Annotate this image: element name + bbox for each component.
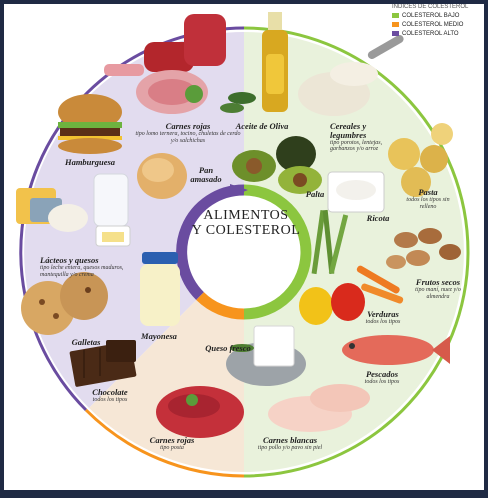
food-name: Pasta xyxy=(418,187,438,197)
legend-swatch-low xyxy=(392,13,399,18)
burger-illustration xyxy=(58,94,122,154)
food-detail: tipo maní, nuez y/o almendra xyxy=(415,286,461,300)
food-name: Mayonesa xyxy=(141,331,177,341)
food-name: Queso fresco xyxy=(205,343,251,353)
food-label-chocolate: Chocolate todos los tipos xyxy=(80,388,140,404)
legend-swatch-high xyxy=(392,31,399,36)
food-label-carnes-rojas-bottom: Carnes rojas tipo posta xyxy=(144,436,200,452)
mayo-illustration xyxy=(140,252,180,326)
food-detail: tipo pollo y/o pavo sin piel xyxy=(257,444,323,451)
food-name: Lácteos y quesos xyxy=(40,255,99,265)
ring-arrow xyxy=(230,184,248,197)
food-name: Galletas xyxy=(71,337,101,347)
food-name: Frutos secos xyxy=(415,277,461,287)
food-label-queso: Queso fresco xyxy=(200,344,256,353)
food-name: Pescados xyxy=(365,369,399,379)
cookies-illustration xyxy=(21,272,108,335)
food-label-pan: Pan amasado xyxy=(184,166,228,184)
food-label-ricota: Ricota xyxy=(358,214,398,223)
food-detail: todos los tipos xyxy=(365,318,401,325)
food-name: Carnes rojas xyxy=(165,121,211,131)
rim-low xyxy=(243,26,470,478)
food-label-verduras: Verduras todos los tipos xyxy=(358,310,408,326)
food-label-palta: Palta xyxy=(300,190,330,199)
legend-title: ÍNDICES DE COLESTEROL xyxy=(392,4,469,10)
food-label-lacteos: Lácteos y quesos tipo leche entera, ques… xyxy=(40,256,136,278)
food-name: Cereales y legumbres xyxy=(330,121,367,140)
chicken-illustration xyxy=(268,384,370,432)
meat-illustration xyxy=(104,14,226,114)
nuts-illustration xyxy=(386,228,461,269)
food-detail: todos los tipos xyxy=(92,396,128,403)
vegetables-illustration xyxy=(299,209,404,325)
food-detail: tipo leche entera, quesos maduros, mante… xyxy=(40,264,124,278)
food-name: Chocolate xyxy=(92,387,128,397)
food-label-hamburguesa: Hamburguesa xyxy=(58,158,122,167)
legend-item-low: COLESTEROL BAJO xyxy=(392,11,478,20)
food-detail: todos los tipos xyxy=(364,378,400,385)
fresh-cheese-illustration xyxy=(226,325,306,386)
food-name: Palta xyxy=(305,189,325,199)
food-label-carnes-rojas-top: Carnes rojas tipo lomo ternera, tocino, … xyxy=(132,122,244,144)
avocado-illustration xyxy=(232,136,322,194)
food-label-pescados: Pescados todos los tipos xyxy=(352,370,412,386)
food-label-frutos: Frutos secos tipo maní, nuez y/o almendr… xyxy=(406,278,470,300)
rim-medium xyxy=(84,408,245,478)
legend-label: COLESTEROL BAJO xyxy=(402,12,460,19)
legend-swatch-medium xyxy=(392,22,399,27)
food-detail: todos los tipos sin relleno xyxy=(406,196,450,210)
ring-low xyxy=(243,184,312,320)
food-name: Aceite de Oliva xyxy=(235,121,289,131)
legend-label: COLESTEROL MEDIO xyxy=(402,21,464,28)
food-label-cereales: Cereales y legumbres tipo porotos, lente… xyxy=(330,122,392,153)
food-label-galletas: Galletas xyxy=(64,338,108,347)
center-title: ALIMENTOS Y COLESTEROL xyxy=(181,208,311,238)
legend-item-high: COLESTEROL ALTO xyxy=(392,29,478,38)
legend-item-medium: COLESTEROL MEDIO xyxy=(392,20,478,29)
ring-high xyxy=(176,184,245,300)
red-meat-steak-illustration xyxy=(156,386,244,438)
food-name: Hamburguesa xyxy=(64,157,116,167)
food-name: Carnes blancas xyxy=(262,435,318,445)
ring-medium xyxy=(196,291,245,320)
food-name: Ricota xyxy=(366,213,390,223)
fish-illustration xyxy=(342,335,450,365)
pasta-illustration xyxy=(388,123,453,197)
food-detail: tipo lomo ternera, tocino, chuletas de c… xyxy=(135,130,241,144)
oil-bottle-illustration xyxy=(220,12,288,113)
cereal-illustration xyxy=(298,35,404,116)
food-name: Verduras xyxy=(367,309,399,319)
food-name: Carnes rojas xyxy=(149,435,195,445)
food-detail: tipo porotos, lentejas, garbanzos y/o ar… xyxy=(330,139,383,153)
food-label-mayonesa: Mayonesa xyxy=(132,332,186,341)
bread-illustration xyxy=(137,153,187,199)
dairy-illustration xyxy=(16,173,131,247)
food-name: Pan amasado xyxy=(190,165,222,184)
food-label-carnes-blancas: Carnes blancas tipo pollo y/o pavo sin p… xyxy=(238,436,342,452)
food-label-aceite: Aceite de Oliva xyxy=(232,122,292,131)
legend-label: COLESTEROL ALTO xyxy=(402,30,459,37)
legend: ÍNDICES DE COLESTEROL COLESTEROL BAJO CO… xyxy=(392,4,478,38)
center-title-line2: Y COLESTEROL xyxy=(191,222,301,238)
food-label-pasta: Pasta todos los tipos sin relleno xyxy=(400,188,456,210)
cholesterol-wheel xyxy=(16,12,470,478)
ricotta-illustration xyxy=(327,171,385,213)
infographic: ÍNDICES DE COLESTEROL COLESTEROL BAJO CO… xyxy=(4,4,484,490)
food-detail: tipo posta xyxy=(160,444,184,451)
chocolate-illustration xyxy=(69,340,137,387)
center-title-line1: ALIMENTOS xyxy=(203,208,289,223)
